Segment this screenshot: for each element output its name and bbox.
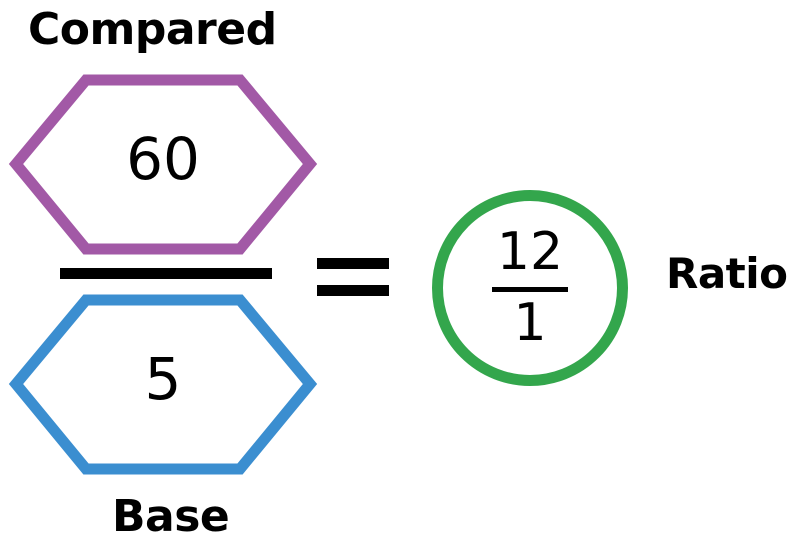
equals-icon [317,258,389,296]
result-circle-ring [432,190,628,386]
compared-label: Compared [28,4,277,55]
compared-hexagon: 60 [8,72,318,257]
base-label: Base [112,491,230,542]
ratio-label: Ratio [666,249,788,298]
numerator-value: 60 [126,125,200,193]
result-denominator: 1 [513,292,547,353]
result-fraction-bar [492,286,568,292]
result-circle: 12 1 [432,190,628,386]
result-numerator: 12 [496,222,564,283]
base-hexagon: 5 [8,292,318,477]
fraction-bar [60,268,272,279]
base-hexagon-shape [8,294,318,475]
compared-hexagon-shape [8,74,318,255]
result-fraction: 12 1 [432,190,628,386]
denominator-value: 5 [144,345,182,413]
